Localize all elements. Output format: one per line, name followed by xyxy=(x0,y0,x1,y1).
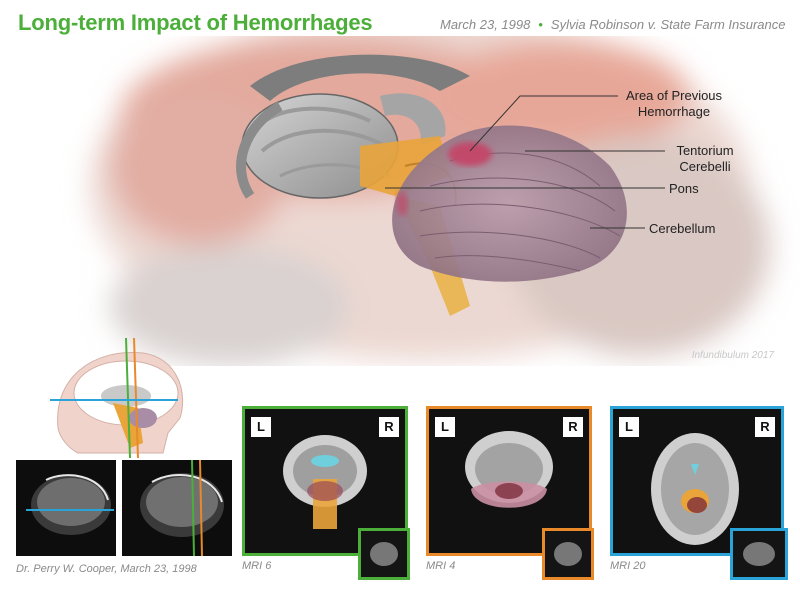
label-pons: Pons xyxy=(669,181,699,196)
brain-illustration xyxy=(90,36,770,366)
mri-20-left-marker: L xyxy=(619,417,639,437)
label-tentorium-line2: Cerebelli xyxy=(679,159,731,174)
mri-6-scan xyxy=(283,435,367,529)
mri-4-right-marker: R xyxy=(563,417,583,437)
thalamus-structures xyxy=(236,54,470,199)
mri-20-thumbnail xyxy=(730,528,788,580)
label-previous-hemorrhage-line1: Area of Previous xyxy=(625,88,723,103)
label-cerebellum: Cerebellum xyxy=(649,221,716,236)
mri-4-scan xyxy=(465,431,553,508)
mri-6-caption: MRI 6 xyxy=(242,560,272,572)
mri-4-left-marker: L xyxy=(435,417,455,437)
label-previous-hemorrhage-line2: Hemorrhage xyxy=(637,104,711,119)
case-name: Sylvia Robinson v. State Farm Insurance xyxy=(550,17,786,32)
leader-lines xyxy=(385,95,665,229)
label-tentorium: Tentorium Cerebelli xyxy=(665,143,745,175)
mri-20-caption: MRI 20 xyxy=(610,560,646,572)
label-tentorium-line1: Tentorium xyxy=(676,143,734,158)
mri-20-scan xyxy=(651,433,739,545)
case-subtitle: March 23, 1998 • Sylvia Robinson v. State … xyxy=(440,17,786,32)
mri-6-thumbnail xyxy=(358,528,410,580)
sagittal-mri-left xyxy=(16,460,116,556)
cerebellum-shape xyxy=(392,125,627,282)
mri-4-caption: MRI 4 xyxy=(426,560,456,572)
hemorrhage-area xyxy=(448,142,492,166)
case-date: March 23, 1998 xyxy=(440,17,531,32)
mri-4-thumbnail xyxy=(542,528,594,580)
mri-6-right-marker: R xyxy=(379,417,399,437)
mri-6-left-marker: L xyxy=(251,417,271,437)
mri-panel-4: L R xyxy=(426,406,592,556)
mri-panel-6: L R xyxy=(242,406,408,556)
page-title: Long-term Impact of Hemorrhages xyxy=(18,10,373,35)
slice-reference-diagram xyxy=(50,338,184,458)
separator-dot-icon: • xyxy=(538,17,543,32)
illustration-credit: Infundibulum 2017 xyxy=(691,350,774,361)
mri-20-right-marker: R xyxy=(755,417,775,437)
sagittal-mri-right xyxy=(122,460,232,556)
sagittal-caption: Dr. Perry W. Cooper, March 23, 1998 xyxy=(16,563,197,575)
label-previous-hemorrhage: Area of Previous Hemorrhage xyxy=(612,88,736,120)
